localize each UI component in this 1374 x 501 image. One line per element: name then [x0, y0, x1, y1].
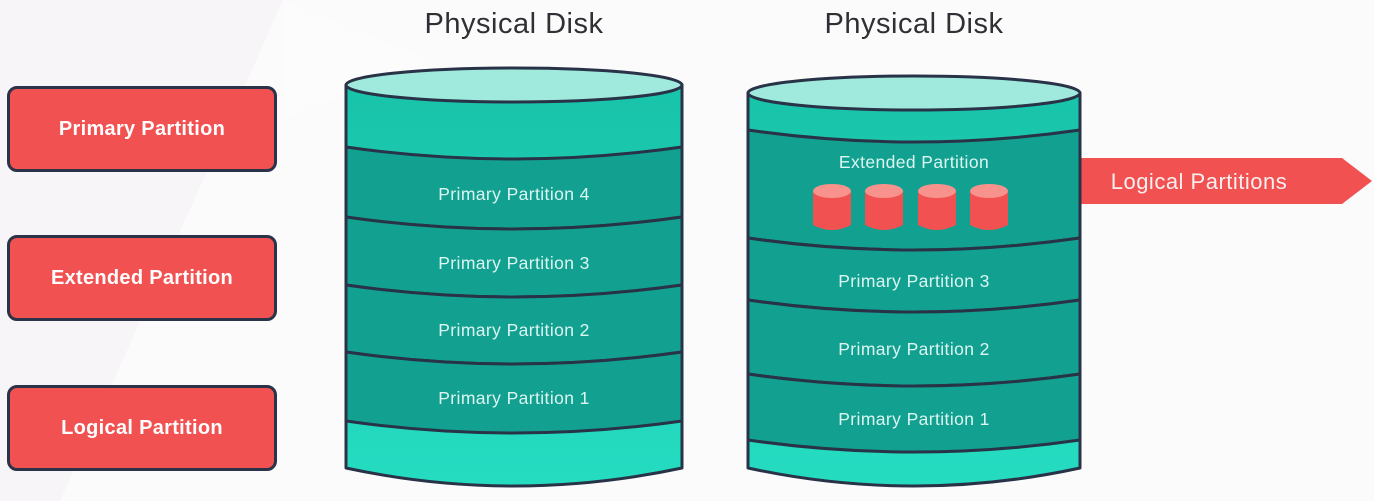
disk-right-extended-partition-segment: [746, 128, 1082, 252]
logical-cylinder-2: [865, 184, 903, 230]
disk-right-partition-1-segment: [746, 372, 1082, 454]
disk-right-extended-partition-label: Extended Partition: [839, 152, 989, 172]
logical-cylinder-1: [813, 184, 851, 230]
disk-left-partition-1-segment: [344, 350, 684, 435]
legend-primary-partition: Primary Partition: [7, 86, 277, 172]
legend-extended-partition-label: Extended Partition: [50, 266, 234, 289]
disk-left-cylinder: Primary Partition 4 Primary Partition 3 …: [344, 66, 684, 488]
arrow-banner-shape: [1078, 158, 1372, 204]
disk-right-title: Physical Disk: [824, 8, 1004, 40]
disk-right-cylinder: Extended Partition Primary Partition 3 P…: [746, 74, 1082, 488]
disk-left-partition-2-label: Primary Partition 2: [438, 320, 590, 340]
logical-partitions-arrow-label: Logical Partitions: [1111, 169, 1288, 194]
disk-left-partition-1-label: Primary Partition 1: [438, 388, 590, 408]
disk-left-title: Physical Disk: [424, 8, 604, 40]
legend-primary-partition-label: Primary Partition: [58, 117, 226, 140]
logical-partition-cylinders: [813, 184, 1008, 230]
disk-left-top-face: [344, 66, 684, 104]
disk-left-partition-4-label: Primary Partition 4: [438, 184, 590, 204]
logical-cylinder-4: [970, 184, 1008, 230]
logical-cylinder-3: [918, 184, 956, 230]
legend-logical-partition: Logical Partition: [7, 385, 277, 471]
legend-extended-partition: Extended Partition: [7, 235, 277, 321]
disk-right-partition-3-label: Primary Partition 3: [838, 271, 990, 291]
disk-right-partition-2-label: Primary Partition 2: [838, 339, 990, 359]
logical-partitions-arrow: Logical Partitions: [1078, 158, 1372, 204]
disk-left-partition-3-label: Primary Partition 3: [438, 253, 590, 273]
disk-right-top-face: [746, 74, 1082, 112]
legend-logical-partition-label: Logical Partition: [61, 416, 223, 439]
disk-right-partition-1-label: Primary Partition 1: [838, 409, 990, 429]
